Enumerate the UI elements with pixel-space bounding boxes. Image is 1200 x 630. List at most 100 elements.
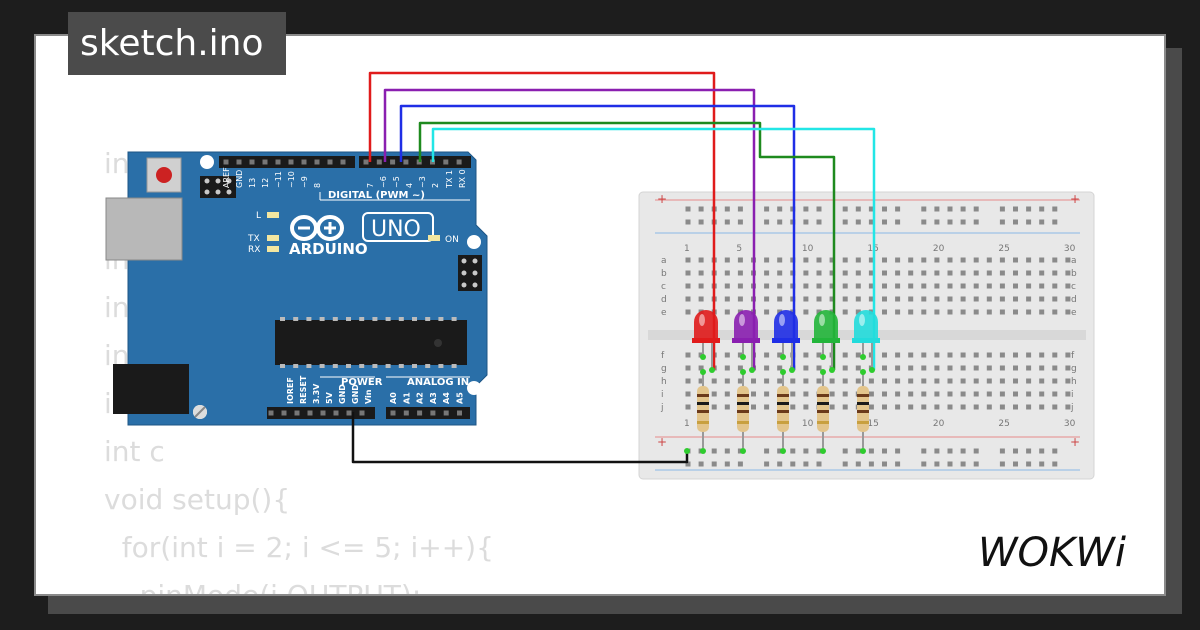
breadboard-hole[interactable] bbox=[685, 391, 691, 397]
breadboard-hole[interactable] bbox=[1052, 296, 1058, 302]
breadboard-hole[interactable] bbox=[1013, 352, 1018, 358]
breadboard-hole[interactable] bbox=[790, 391, 796, 397]
breadboard-hole[interactable] bbox=[711, 391, 717, 397]
breadboard-hole[interactable] bbox=[1052, 270, 1058, 276]
breadboard-hole[interactable] bbox=[882, 296, 887, 302]
breadboard-hole[interactable] bbox=[882, 391, 887, 397]
rail-hole[interactable] bbox=[882, 206, 887, 212]
breadboard-hole[interactable] bbox=[1026, 309, 1032, 315]
rail-hole[interactable] bbox=[842, 206, 848, 212]
breadboard-hole[interactable] bbox=[724, 270, 730, 276]
breadboard-hole[interactable] bbox=[1026, 296, 1032, 302]
breadboard-hole[interactable] bbox=[999, 365, 1005, 371]
rail-hole[interactable] bbox=[934, 461, 940, 467]
rail-hole[interactable] bbox=[921, 219, 927, 225]
breadboard-hole[interactable] bbox=[999, 257, 1005, 263]
rail-hole[interactable] bbox=[934, 206, 940, 212]
breadboard-hole[interactable] bbox=[724, 257, 730, 263]
breadboard-hole[interactable] bbox=[1013, 391, 1018, 397]
rail-hole[interactable] bbox=[973, 461, 979, 467]
breadboard-hole[interactable] bbox=[790, 404, 796, 410]
breadboard-hole[interactable] bbox=[921, 296, 927, 302]
breadboard-hole[interactable] bbox=[777, 296, 783, 302]
breadboard-hole[interactable] bbox=[1026, 365, 1032, 371]
breadboard-hole[interactable] bbox=[1013, 365, 1018, 371]
breadboard-hole[interactable] bbox=[947, 365, 953, 371]
rail-hole[interactable] bbox=[777, 206, 783, 212]
breadboard-hole[interactable] bbox=[816, 257, 822, 263]
breadboard-hole[interactable] bbox=[1065, 352, 1071, 358]
breadboard-hole[interactable] bbox=[777, 283, 783, 289]
breadboard-hole[interactable] bbox=[960, 352, 966, 358]
breadboard-hole[interactable] bbox=[947, 283, 953, 289]
breadboard-hole[interactable] bbox=[960, 257, 966, 263]
breadboard-hole[interactable] bbox=[986, 352, 992, 358]
rail-hole[interactable] bbox=[1039, 461, 1045, 467]
rail-hole[interactable] bbox=[855, 219, 861, 225]
rail-hole[interactable] bbox=[882, 461, 887, 467]
rail-hole[interactable] bbox=[816, 219, 822, 225]
breadboard-hole[interactable] bbox=[1039, 404, 1045, 410]
breadboard-hole[interactable] bbox=[868, 391, 874, 397]
breadboard-hole[interactable] bbox=[908, 296, 914, 302]
breadboard-hole[interactable] bbox=[737, 352, 743, 358]
rail-hole[interactable] bbox=[777, 461, 783, 467]
breadboard-hole[interactable] bbox=[816, 309, 822, 315]
breadboard-hole[interactable] bbox=[934, 365, 940, 371]
rail-hole[interactable] bbox=[921, 461, 927, 467]
breadboard-hole[interactable] bbox=[685, 352, 691, 358]
analog-pin-hole[interactable] bbox=[457, 410, 462, 416]
breadboard-hole[interactable] bbox=[737, 283, 743, 289]
breadboard-hole[interactable] bbox=[842, 365, 848, 371]
breadboard-hole[interactable] bbox=[868, 283, 874, 289]
digital-pin-hole[interactable] bbox=[376, 159, 382, 165]
breadboard-hole[interactable] bbox=[1065, 296, 1071, 302]
breadboard-hole[interactable] bbox=[882, 378, 887, 384]
breadboard-hole[interactable] bbox=[1052, 352, 1058, 358]
breadboard-hole[interactable] bbox=[698, 283, 704, 289]
breadboard-hole[interactable] bbox=[1065, 391, 1071, 397]
breadboard-hole[interactable] bbox=[882, 309, 887, 315]
breadboard-hole[interactable] bbox=[868, 296, 874, 302]
breadboard-hole[interactable] bbox=[921, 283, 927, 289]
breadboard-hole[interactable] bbox=[908, 352, 914, 358]
rail-hole[interactable] bbox=[1052, 448, 1058, 454]
resistor[interactable] bbox=[777, 372, 789, 448]
breadboard-hole[interactable] bbox=[973, 283, 979, 289]
breadboard-hole[interactable] bbox=[986, 365, 992, 371]
breadboard-hole[interactable] bbox=[921, 404, 927, 410]
breadboard-hole[interactable] bbox=[790, 378, 796, 384]
breadboard-hole[interactable] bbox=[803, 378, 809, 384]
breadboard-hole[interactable] bbox=[895, 352, 901, 358]
breadboard-hole[interactable] bbox=[947, 378, 953, 384]
led-green[interactable] bbox=[812, 310, 840, 370]
digital-pin-hole[interactable] bbox=[301, 159, 307, 165]
breadboard-hole[interactable] bbox=[829, 296, 835, 302]
rail-hole[interactable] bbox=[790, 448, 796, 454]
rail-hole[interactable] bbox=[764, 448, 770, 454]
rail-hole[interactable] bbox=[895, 219, 901, 225]
rail-hole[interactable] bbox=[685, 219, 691, 225]
rail-hole[interactable] bbox=[999, 219, 1005, 225]
breadboard-hole[interactable] bbox=[921, 378, 927, 384]
breadboard-hole[interactable] bbox=[1039, 257, 1045, 263]
rail-hole[interactable] bbox=[973, 219, 979, 225]
breadboard-hole[interactable] bbox=[868, 257, 874, 263]
breadboard-hole[interactable] bbox=[1026, 352, 1032, 358]
breadboard-hole[interactable] bbox=[764, 309, 770, 315]
rail-hole[interactable] bbox=[1026, 219, 1032, 225]
breadboard-hole[interactable] bbox=[934, 391, 940, 397]
breadboard-hole[interactable] bbox=[1052, 257, 1058, 263]
breadboard-hole[interactable] bbox=[855, 378, 861, 384]
breadboard-hole[interactable] bbox=[803, 257, 809, 263]
breadboard-hole[interactable] bbox=[882, 283, 887, 289]
breadboard-hole[interactable] bbox=[934, 309, 940, 315]
rail-hole[interactable] bbox=[882, 448, 887, 454]
breadboard-hole[interactable] bbox=[698, 270, 704, 276]
digital-pin-hole[interactable] bbox=[288, 159, 294, 165]
breadboard-hole[interactable] bbox=[829, 270, 835, 276]
power-pin-hole[interactable] bbox=[320, 410, 326, 416]
breadboard-hole[interactable] bbox=[1039, 296, 1045, 302]
rail-hole[interactable] bbox=[1013, 448, 1018, 454]
breadboard-hole[interactable] bbox=[999, 352, 1005, 358]
